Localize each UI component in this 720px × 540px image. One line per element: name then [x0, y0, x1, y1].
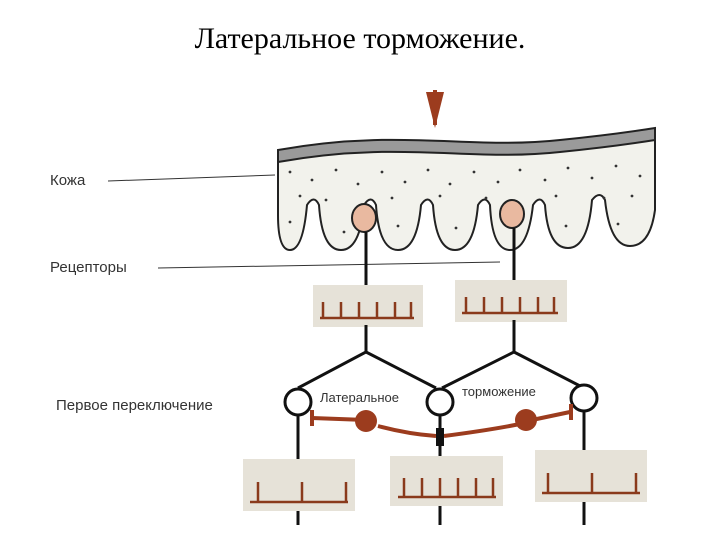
receptors-label: Рецепторы	[50, 259, 127, 276]
dermis-dots	[288, 164, 642, 234]
inhibitory-synapse-marks	[310, 404, 573, 426]
epidermis	[277, 126, 656, 164]
recording-upper-right	[455, 280, 567, 322]
center-inhibitory-junction	[436, 428, 444, 446]
inhibition-label-left: Латеральное	[320, 390, 399, 405]
afferent-branches	[297, 320, 585, 390]
recording-lower-left	[243, 459, 355, 511]
receptor-right	[499, 199, 525, 290]
inhibitory-interneuron-right	[515, 409, 537, 431]
receptor-left	[351, 203, 377, 290]
receptors-pointer-line	[157, 261, 501, 269]
skin-pointer-line	[107, 174, 276, 182]
recording-lower-center	[390, 456, 503, 506]
skin-label: Кожа	[50, 172, 86, 189]
stimulus-arrow-icon	[426, 90, 444, 128]
first-relay-label: Первое переключение	[56, 397, 213, 414]
inhibitory-interneuron-left	[355, 410, 377, 432]
page-title: Латеральное торможение.	[194, 22, 526, 55]
recording-upper-left	[313, 285, 423, 327]
inhibition-label-right: торможение	[462, 384, 536, 399]
recording-lower-right	[535, 450, 647, 502]
dermis	[277, 136, 656, 252]
